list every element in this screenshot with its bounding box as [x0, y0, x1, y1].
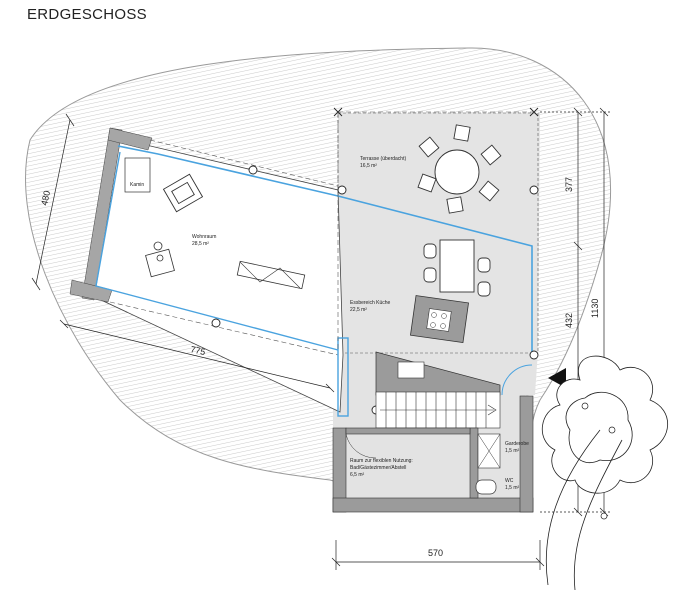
raum-label-1: Raum zur flexiblen Nutzung:	[350, 458, 413, 464]
staircase	[375, 391, 501, 429]
wohnraum-label: Wohnraum	[192, 234, 216, 240]
essbereich-area: 22,5 m²	[350, 307, 367, 313]
lower-walls	[332, 395, 534, 513]
garderobe-label: Garderobe	[505, 441, 529, 447]
wc-label: WC	[505, 478, 514, 484]
sofa	[236, 260, 306, 290]
wohnraum-wall-left	[81, 127, 123, 301]
wohnraum-dashed-top	[149, 139, 339, 187]
wohnraum-glazing-inner	[95, 151, 339, 351]
dim-total-depth: 1130	[590, 299, 600, 318]
tree-shrubs	[541, 355, 669, 494]
garderobe-cabinet-diag2	[477, 433, 501, 469]
garderobe-area: 1,5 m²	[505, 448, 520, 454]
plan-title: ERDGESCHOSS	[27, 6, 147, 23]
kamin-block	[124, 157, 151, 193]
dim-house-width: 570	[428, 548, 443, 558]
side-seat	[145, 241, 175, 278]
wc-toilet	[475, 479, 497, 495]
dining-table-set	[423, 239, 491, 297]
wc-area: 1,5 m²	[505, 485, 520, 491]
entrance-arrow	[548, 368, 566, 388]
terrace-table-set	[417, 124, 502, 214]
raum-area: 6,5 m²	[350, 472, 365, 478]
essbereich-label: Essbereich Küche	[350, 300, 391, 306]
wohnraum-dashed-bottom	[109, 301, 339, 356]
dim-wohn-width: 480	[39, 190, 52, 207]
kitchen-sink	[397, 361, 425, 379]
terrasse-label: Terrasse (überdacht)	[360, 156, 406, 162]
glazing-sliding-door	[337, 337, 349, 417]
kamin-label: Kamin	[130, 182, 144, 188]
kitchen-island	[410, 295, 469, 344]
dim-terrace-depth: 377	[564, 177, 574, 192]
raum-door-swing	[345, 433, 377, 459]
terrasse-area: 16,5 m²	[360, 163, 377, 169]
dim-wohn-length: 775	[190, 344, 207, 357]
dim-kitchen-depth: 432	[564, 313, 574, 328]
tree-markers	[581, 402, 616, 520]
wohnraum-area: 28,5 m²	[192, 241, 209, 247]
wohnraum-pillar-top	[107, 127, 153, 151]
entry-door-swing	[501, 364, 533, 396]
garden-path	[545, 429, 623, 591]
raum-label-2: Bad/Gästezimmer/Abstell	[350, 465, 406, 471]
armchair	[162, 173, 204, 213]
